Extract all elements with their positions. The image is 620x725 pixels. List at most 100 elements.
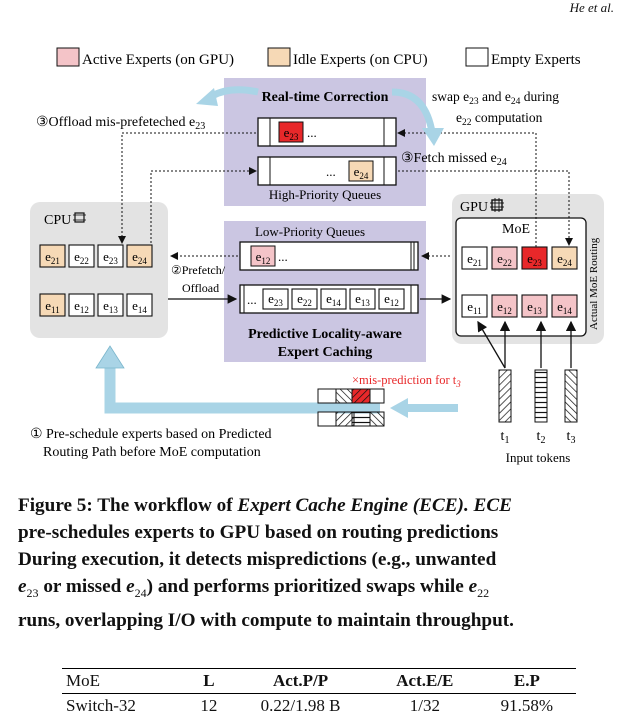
lp-queue-1: e12 ...: [239, 241, 419, 271]
cpu-expert-e14: e14: [126, 293, 153, 317]
prediction-arrowhead: [390, 398, 408, 418]
preschedule-arrow: [104, 368, 380, 414]
table-cell: 1/32: [409, 696, 440, 715]
fetch-curved-arrowhead: [422, 128, 444, 146]
caption-line-3: During execution, it detects mispredicti…: [18, 549, 497, 570]
legend-empty-label: Empty Experts: [491, 52, 581, 68]
gpu-expert-e21-label: e21: [467, 251, 482, 268]
caption-e22: e: [468, 576, 478, 597]
cpu-expert-e24-label: e24: [132, 249, 147, 266]
caption-lead: Figure 5: The workflow of: [18, 495, 238, 516]
lp-queue-2-ellipsis: ...: [247, 292, 257, 307]
cpu-expert-e14-label: e14: [132, 298, 147, 315]
gpu-expert-e12: e12: [491, 294, 518, 318]
table-header: MoE: [66, 671, 100, 690]
cpu-expert-e24: e24: [126, 244, 153, 268]
moe-table: MoE L Act.P/P Act.E/E E.P Switch-32 12 0…: [62, 668, 576, 718]
hp-queue-2-ellipsis: ...: [326, 164, 336, 179]
token-label-t2: t2: [537, 429, 546, 446]
table-cell: 91.58%: [500, 696, 554, 715]
legend-idle-swatch: [267, 47, 291, 67]
legend: Active Experts (on GPU) Idle Experts (on…: [56, 47, 581, 68]
preschedule-label-2: Routing Path before MoE computation: [43, 445, 261, 460]
cpu-expert-e22-label: e22: [74, 249, 89, 266]
caption-e24-sub: 24: [134, 585, 147, 600]
plc-title-1: Predictive Locality-aware: [248, 327, 402, 342]
table-header: L: [203, 671, 215, 690]
token-bar-t2: [534, 369, 548, 423]
gpu-expert-e23: e23: [521, 246, 548, 270]
hp-queue-2-expert: [348, 160, 374, 182]
input-tokens-label: Input tokens: [506, 450, 571, 465]
ece-workflow-figure: Active Experts (on GPU) Idle Experts (on…: [30, 47, 604, 465]
lp-queue-2-expert-e22: e22: [291, 288, 318, 310]
cpu-expert-e13-label: e13: [103, 298, 118, 315]
lp-queue-2-expert-e23: e23: [262, 288, 289, 310]
hp-queue-1-expert: [278, 121, 304, 143]
chip-icon: [73, 212, 86, 223]
gpu-expert-e14-label: e14: [557, 299, 572, 316]
cpu-expert-e11-label: e11: [45, 298, 59, 315]
arrow-hp2-to-gpu: [398, 170, 573, 246]
prefetch-label-2: Offload: [182, 281, 219, 295]
table-header: E.P: [513, 671, 540, 690]
gpu-expert-e22-label: e22: [497, 251, 512, 268]
misprediction-label: ×mis-prediction for t3: [352, 373, 461, 389]
arrow-cpu-to-hp2: [150, 167, 257, 243]
table-cell: Switch-32: [66, 696, 136, 715]
lp-queue-1-expert: [250, 245, 276, 267]
fetch-label: ③Fetch missed e24: [401, 151, 507, 168]
gpu-expert-e12-label: e12: [497, 299, 512, 316]
fetch-curved-arrow: [391, 88, 436, 133]
legend-idle-label: Idle Experts (on CPU): [293, 52, 428, 68]
table-header-row: MoE L Act.P/P Act.E/E E.P: [62, 668, 576, 694]
predicted-routing-blocks: [317, 388, 385, 427]
caption-e22-sub: 22: [477, 585, 490, 600]
gpu-label: GPU: [460, 200, 488, 215]
gpu-expert-e24: e24: [551, 246, 578, 270]
lp-queue-2-expert-e13: e13: [349, 288, 376, 310]
token-label-t3: t3: [567, 429, 576, 446]
gpu-expert-e22: e22: [491, 246, 518, 270]
swap-label-1: swap e23 and e24 during: [432, 89, 559, 107]
caption-or-missed: or missed: [38, 576, 127, 597]
caption-rest3: ) and performs prioritized swaps while: [146, 576, 469, 597]
table-header: Act.E/E: [396, 671, 454, 690]
cpu-expert-e23-label: e23: [103, 249, 118, 266]
gpu-expert-e23-label: e23: [527, 251, 542, 268]
lp-queue-2-expert-e14: e14: [320, 288, 347, 310]
gpu-expert-e24-label: e24: [557, 251, 572, 268]
caption-e23-sub: 23: [26, 585, 39, 600]
gpu-expert-e11-label: e11: [467, 299, 481, 316]
cpu-expert-e12-label: e12: [74, 298, 89, 315]
high-priority-label: High-Priority Queues: [269, 187, 381, 202]
moe-label: MoE: [502, 222, 530, 237]
plc-title-2: Expert Caching: [278, 345, 373, 360]
cpu-expert-e21: e21: [39, 244, 66, 268]
realtime-correction-title: Real-time Correction: [262, 90, 389, 105]
running-header: He et al.: [569, 0, 614, 15]
cpu-expert-e23: e23: [97, 244, 124, 268]
cpu-expert-e12: e12: [68, 293, 95, 317]
routing-label: Actual MoE Routing: [588, 237, 600, 330]
gpu-expert-e11: e11: [461, 294, 488, 318]
cpu-label: CPU: [44, 213, 71, 228]
lp-queue-1-ellipsis: ...: [278, 249, 288, 264]
preschedule-arrowhead: [95, 345, 125, 369]
caption-ece: Expert Cache Engine (ECE). ECE: [237, 495, 512, 516]
cpu-expert-e21-label: e21: [45, 249, 60, 266]
table-cell: 12: [200, 696, 218, 715]
cpu-expert-grid: e21 e22 e23 e24 e11 e12 e13 e14: [39, 244, 153, 317]
swap-label-2: e22 computation: [456, 110, 543, 128]
legend-empty-swatch: [465, 47, 489, 67]
figure-caption: Figure 5: The workflow of Expert Cache E…: [18, 492, 608, 634]
caption-e23: e: [18, 576, 27, 597]
arrow-gpu-to-hp1: [397, 129, 537, 247]
lp-queue-2-expert-e22-label: e22: [297, 291, 312, 308]
table-header: Act.P/P: [272, 671, 329, 690]
lp-queue-2-expert-e14-label: e14: [326, 291, 341, 308]
gpu-expert-e21: e21: [461, 246, 488, 270]
preschedule-label-1: ① Pre-schedule experts based on Predicte…: [30, 427, 272, 442]
